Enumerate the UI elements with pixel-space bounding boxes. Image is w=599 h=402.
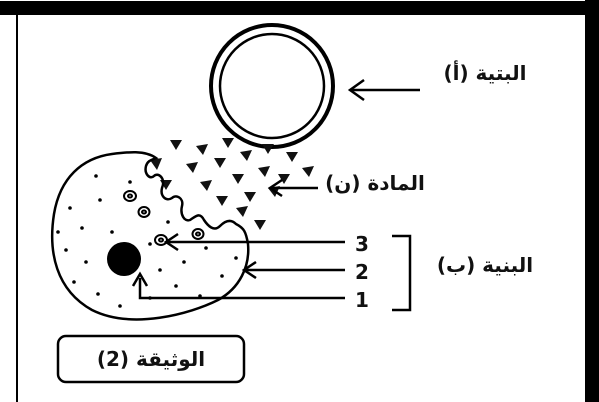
marker-1: 1 [355,288,369,312]
nucleus [107,242,141,276]
structure-a-ring [209,23,335,149]
arrow-to-substance [267,178,318,198]
arrow-to-structure-a [347,78,420,102]
marker-2: 2 [355,260,369,284]
structure-b-label: البنية (ب) [437,253,533,277]
marker-3: 3 [355,232,369,256]
structure-a-label: البتية (أ) [443,59,526,85]
structure-b-cell [50,151,250,321]
substance-particles [150,138,314,230]
pointer-2 [241,260,345,280]
substance-label: المادة (ن) [325,171,425,195]
document-label-box [56,334,246,384]
pointer-3 [163,232,345,252]
vesicles [123,190,205,246]
pointer-1 [131,271,345,300]
structure-b-bracket [392,234,412,312]
document-label: الوثيقة (2) [97,347,205,371]
